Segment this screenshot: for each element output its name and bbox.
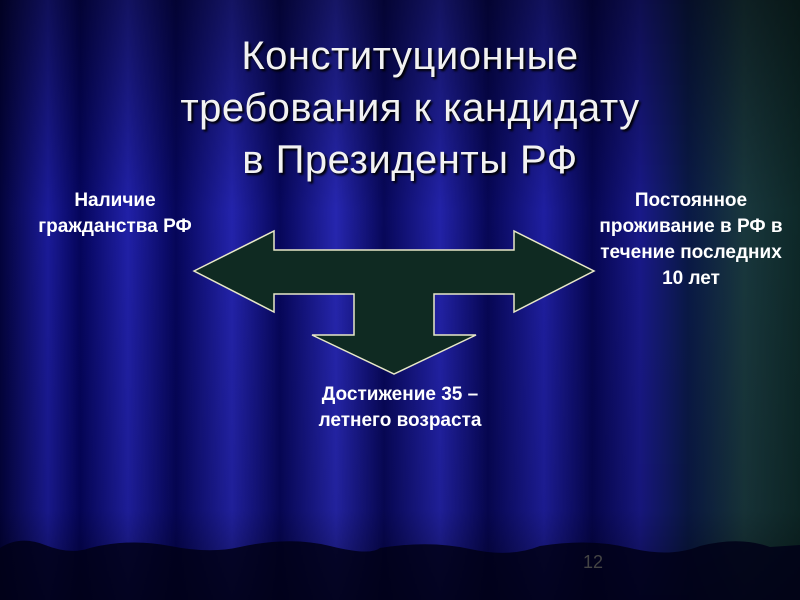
page-number: 12: [582, 552, 604, 572]
requirement-age: Достижение 35 – летнего возраста: [318, 384, 482, 431]
slide-title: Конституционные требования к кандидату в…: [180, 34, 640, 182]
requirement-citizenship: Наличие гражданства РФ: [38, 190, 192, 237]
requirement-residence: Постоянное проживание в РФ в течение пос…: [599, 190, 783, 289]
